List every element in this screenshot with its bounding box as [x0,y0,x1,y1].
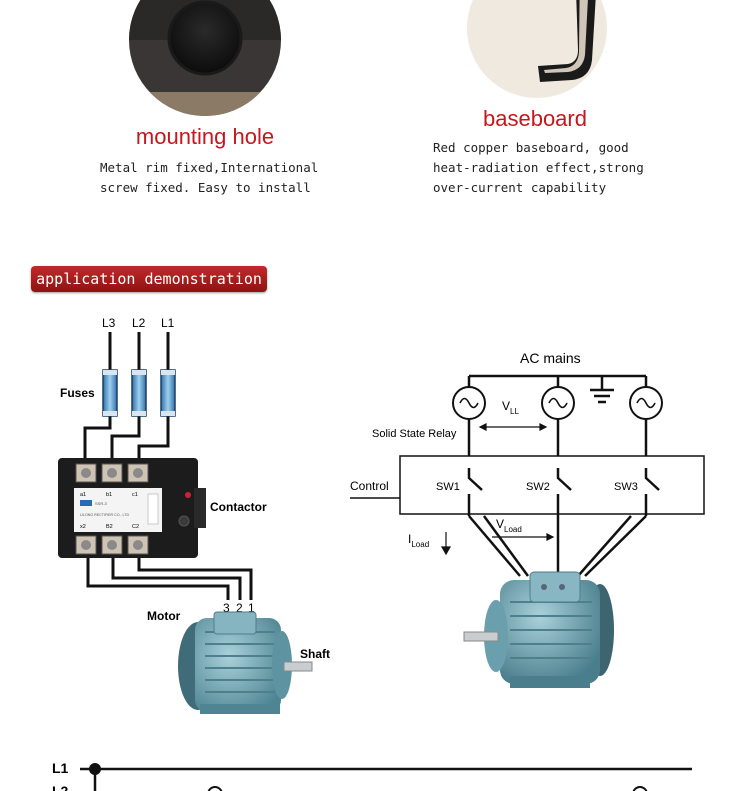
mounting-hole-photo [129,0,281,116]
ac-mains-label: AC mains [520,350,581,366]
baseboard-title: baseboard [483,106,587,131]
feature-images [129,0,607,116]
ssr-label: Solid State Relay [372,428,457,440]
vll-label: VLL [502,399,519,416]
line-label-l2: L2 [132,316,146,330]
solid-state-relay: a1 b1 c1 SSR-3 LILONG RECTIFIER CO., LTD… [58,458,206,558]
terminal-b1: b1 [106,492,112,498]
line-label-l3: L3 [102,316,116,330]
terminal-c1: c1 [132,492,138,498]
sw3-label: SW3 [614,481,638,493]
l1-label: L1 [52,760,69,776]
iload-label: ILoad [408,532,429,549]
terminal-b2: B2 [106,524,113,530]
ssr-schematic: AC mains VLL Solid State Relay Control S… [350,350,705,688]
terminal-c2: C2 [132,524,139,530]
sw1-label: SW1 [436,481,460,493]
mounting-hole-title: mounting hole [135,124,275,149]
fuses-label: Fuses [60,386,95,400]
switch-symbols [467,468,660,577]
section-badge: application demonstration [31,266,267,292]
motor-icon [178,611,313,714]
contactor-wiring-diagram: L3 L2 L1 Fuses a1 b1 [58,316,330,714]
relay-model: SSR-3 [95,501,108,506]
sw2-label: SW2 [526,481,550,493]
shaft-label: Shaft [300,647,330,661]
bottom-schematic: L1 L2 [52,760,692,791]
iload-arrow [440,532,452,556]
fuse-icon [102,369,176,417]
baseboard-photo [467,0,607,98]
terminal-1: 1 [248,601,255,615]
control-label: Control [350,479,389,493]
terminal-x2: x2 [80,524,86,530]
contactor-label: Contactor [210,500,267,514]
baseboard-desc: Red copper baseboard, good heat-radiatio… [433,140,644,195]
motor-icon [463,571,614,688]
relay-brand: LILONG RECTIFIER CO., LTD [80,513,129,517]
l2-label: L2 [52,783,69,791]
vload-label: VLoad [496,517,522,534]
mounting-hole-desc: Metal rim fixed,International screw fixe… [100,160,319,195]
terminal-2: 2 [236,601,243,615]
motor-label: Motor [147,609,181,623]
terminal-a1: a1 [80,492,86,498]
terminal-3: 3 [223,601,230,615]
line-label-l1: L1 [161,316,175,330]
